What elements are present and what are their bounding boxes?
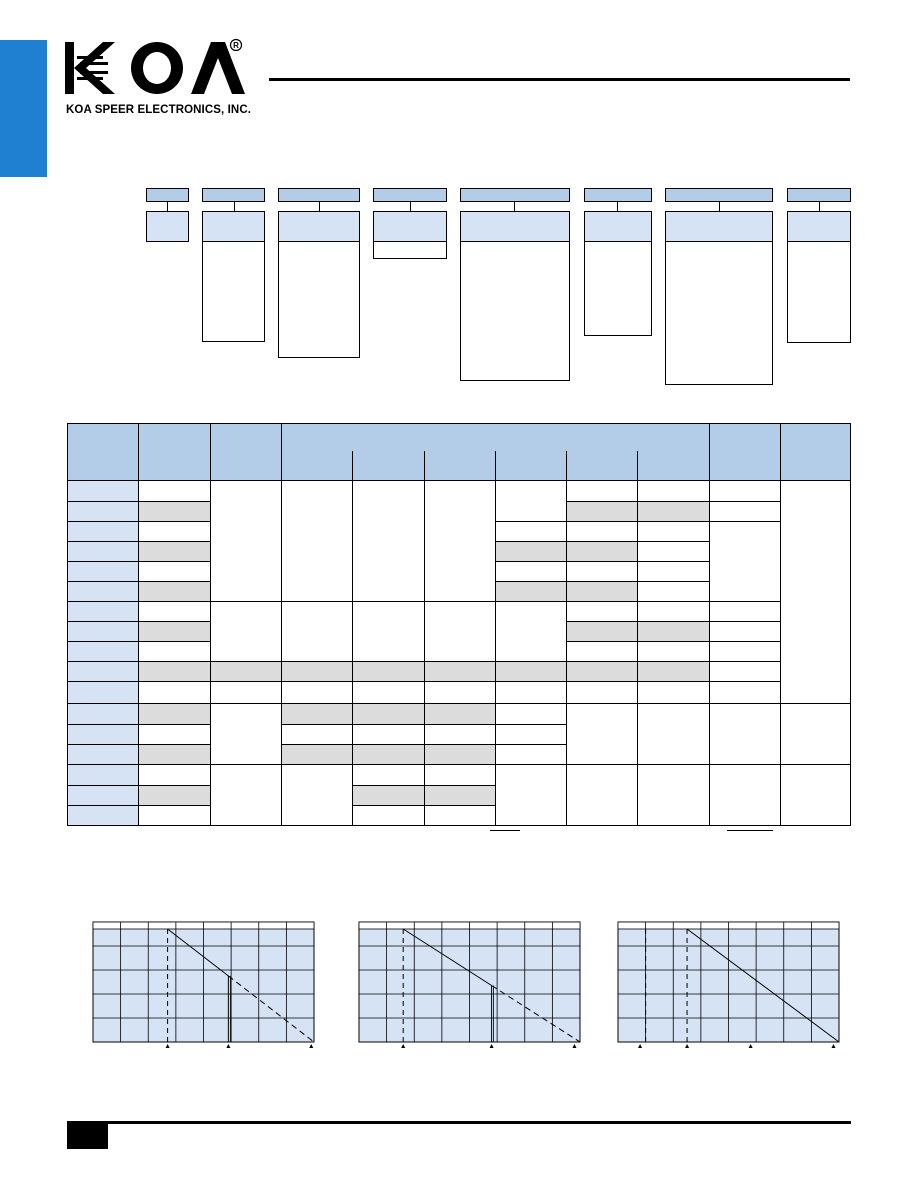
ordering-field-1-box bbox=[146, 211, 189, 242]
ordering-field-4-box bbox=[373, 211, 447, 259]
table-header bbox=[68, 424, 850, 481]
footer-rule bbox=[67, 1121, 851, 1124]
ordering-field-7-label bbox=[665, 188, 773, 202]
ordering-field-4-label bbox=[373, 188, 447, 202]
koa-logo-mark: R bbox=[65, 38, 245, 94]
derating-curve bbox=[686, 928, 840, 1043]
axis-marker bbox=[226, 1044, 231, 1048]
derating-curve-extension bbox=[228, 975, 315, 1043]
axis-marker bbox=[638, 1044, 643, 1048]
axis-marker bbox=[309, 1044, 314, 1048]
ordering-field-2-box bbox=[202, 211, 265, 342]
ordering-field-8-label bbox=[787, 188, 851, 202]
axis-marker bbox=[831, 1044, 836, 1048]
table-note-overline-1 bbox=[490, 830, 520, 831]
koa-logo: R KOA SPEER ELECTRONICS, INC. bbox=[65, 38, 251, 120]
svg-text:R: R bbox=[233, 41, 239, 50]
axis-marker bbox=[572, 1044, 577, 1048]
ordering-field-3-label bbox=[278, 188, 360, 202]
ordering-field-2-label bbox=[202, 188, 265, 202]
axis-marker bbox=[685, 1044, 690, 1048]
section-side-tab bbox=[0, 40, 47, 177]
axis-marker bbox=[165, 1044, 170, 1048]
page-number-box bbox=[67, 1121, 108, 1149]
ordering-field-3-box bbox=[278, 211, 360, 358]
axis-marker bbox=[748, 1044, 753, 1048]
axis-marker bbox=[401, 1044, 406, 1048]
axis-marker bbox=[489, 1044, 494, 1048]
derating-curve bbox=[402, 928, 492, 986]
table-first-column bbox=[68, 481, 138, 825]
ordering-field-5-label bbox=[460, 188, 570, 202]
ordering-field-5-box bbox=[460, 211, 570, 381]
ordering-field-1-label bbox=[146, 188, 189, 202]
graph-group bbox=[358, 921, 581, 1048]
graph-group bbox=[617, 921, 840, 1048]
table-note-overline-2 bbox=[727, 830, 773, 831]
header-rule bbox=[269, 78, 850, 81]
derating-curve bbox=[167, 928, 229, 977]
ordering-field-7-box bbox=[665, 211, 773, 385]
derating-curve-extension bbox=[491, 985, 581, 1043]
graph-group bbox=[92, 921, 315, 1048]
company-name: KOA SPEER ELECTRONICS, INC. bbox=[66, 104, 252, 116]
ordering-field-6-box bbox=[584, 211, 652, 336]
specification-table bbox=[67, 423, 851, 826]
ordering-field-6-label bbox=[584, 188, 652, 202]
ordering-field-8-box bbox=[787, 211, 851, 343]
